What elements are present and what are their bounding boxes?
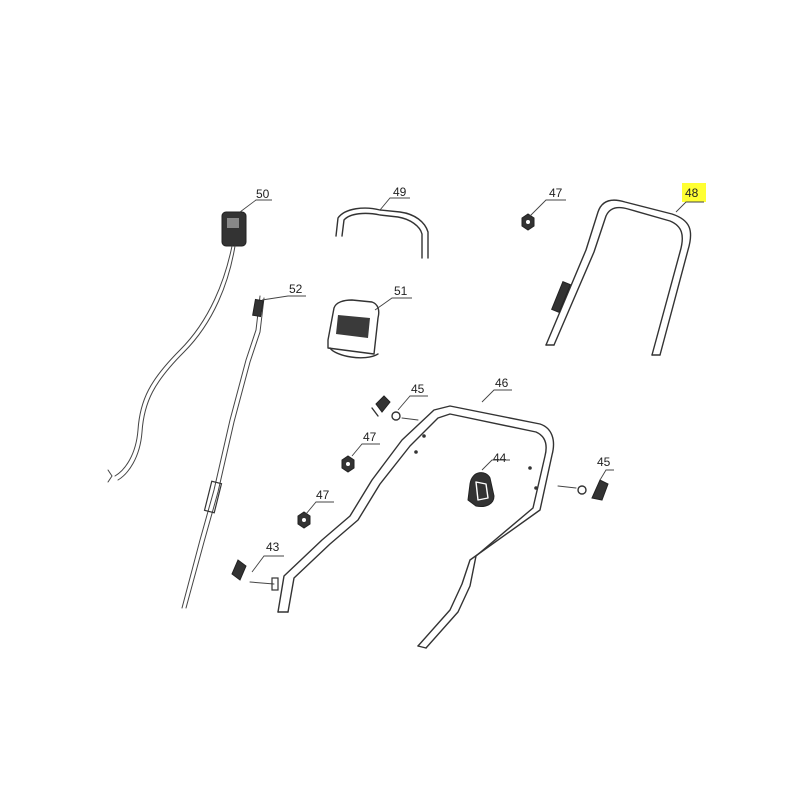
callout-48: 48 bbox=[685, 186, 699, 200]
callout-44: 44 bbox=[493, 451, 507, 465]
part-50-switch-cable: 50 bbox=[107, 187, 272, 483]
part-52-cable: 52 bbox=[181, 282, 306, 609]
part-46-lower-handle: 46 bbox=[277, 376, 555, 649]
part-44-clip: 44 bbox=[467, 451, 510, 507]
part-48-upper-handle: 48 bbox=[545, 186, 704, 356]
part-51-housing: 51 bbox=[327, 284, 412, 359]
callout-52: 52 bbox=[289, 282, 303, 296]
callout-51: 51 bbox=[394, 284, 408, 298]
callout-47-middle: 47 bbox=[363, 430, 377, 444]
callout-47-top: 47 bbox=[549, 186, 563, 200]
callout-45-right: 45 bbox=[597, 455, 611, 469]
part-47-nut-lower: 47 bbox=[297, 488, 334, 529]
callout-50: 50 bbox=[256, 187, 270, 201]
callout-49: 49 bbox=[393, 185, 407, 199]
part-43-bolt-knob: 43 bbox=[231, 540, 284, 591]
callout-46: 46 bbox=[495, 376, 509, 390]
part-47-nut-top: 47 bbox=[521, 186, 566, 231]
highlight-48 bbox=[682, 183, 706, 202]
callout-43: 43 bbox=[266, 540, 280, 554]
callout-45-left: 45 bbox=[411, 382, 425, 396]
part-49-bail-bar: 49 bbox=[335, 185, 429, 259]
callout-47-lower: 47 bbox=[316, 488, 330, 502]
part-45-knob-right: 45 bbox=[557, 455, 614, 501]
part-47-nut-middle: 47 bbox=[341, 430, 380, 473]
part-45-knob-left: 45 bbox=[371, 382, 428, 421]
